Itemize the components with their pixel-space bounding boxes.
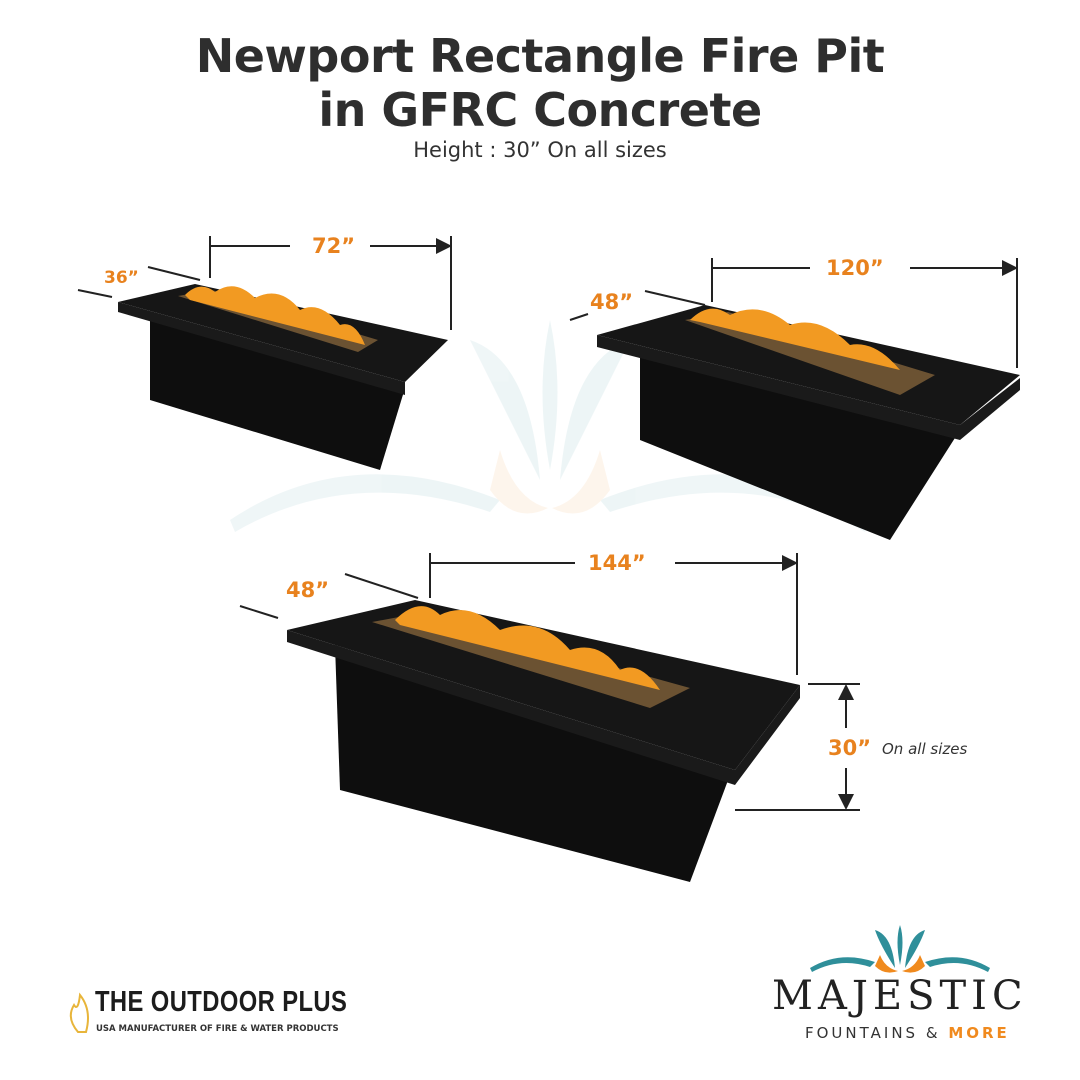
fire-pit-120 <box>569 258 1020 540</box>
title-line-1: Newport Rectangle Fire Pit <box>195 29 885 83</box>
subtitle: Height : 30” On all sizes <box>413 138 667 162</box>
outdoor-plus-logo: THE OUTDOOR PLUS <box>95 986 348 1018</box>
outdoor-plus-flame-icon <box>69 992 89 1033</box>
majestic-logo-icon <box>810 925 990 973</box>
pit3-length-label: 144” <box>588 551 646 575</box>
fire-pit-144 <box>239 553 860 882</box>
height-note: On all sizes <box>882 740 968 758</box>
majestic-sub-accent: MORE <box>948 1024 1010 1042</box>
pit2-length-label: 120” <box>826 256 884 280</box>
flames <box>185 286 365 345</box>
outdoor-plus-tagline: USA MANUFACTURER OF FIRE & WATER PRODUCT… <box>96 1024 339 1034</box>
majestic-logo: MAJESTIC <box>772 973 1028 1019</box>
fire-pit-72 <box>77 236 452 470</box>
title-line-2: in GFRC Concrete <box>318 83 762 137</box>
pit1-length-label: 72” <box>312 234 356 258</box>
majestic-logo-sub: FOUNTAINS & MORE <box>805 1024 1010 1042</box>
pit1-width-label: 36” <box>104 268 139 288</box>
majestic-sub-text: FOUNTAINS & <box>805 1024 941 1042</box>
pit3-width-label: 48” <box>286 578 330 602</box>
height-label: 30” <box>828 736 872 760</box>
pit2-width-label: 48” <box>590 290 634 314</box>
